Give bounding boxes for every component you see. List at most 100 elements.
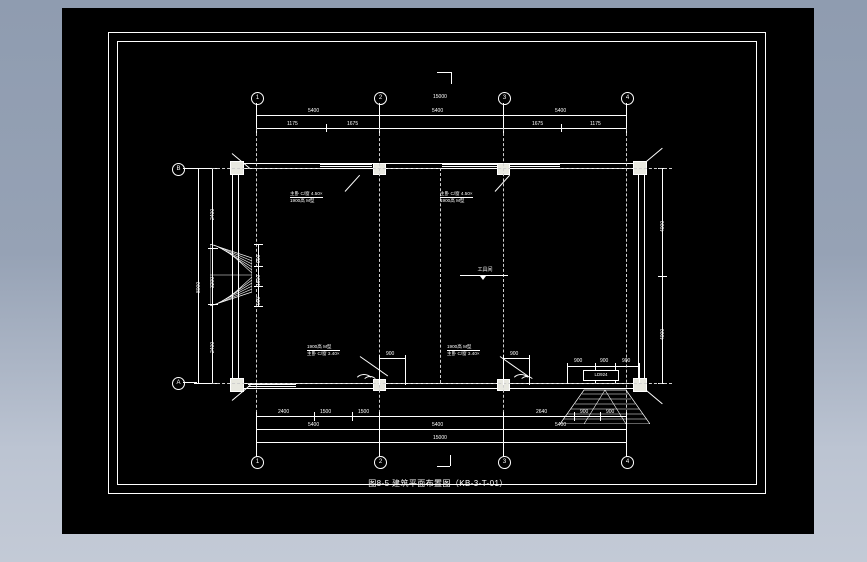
dim-line-bottom-overall xyxy=(256,442,627,443)
overall-dim-leader-top-v xyxy=(451,72,452,84)
grid-stem-bot-1 xyxy=(256,448,257,457)
ramp-dim-3: 900 xyxy=(622,358,631,364)
dim-top-sub-2: 1675 xyxy=(347,121,359,127)
dim-tick-bot-c xyxy=(574,412,575,421)
door-dim-line-1 xyxy=(379,358,405,359)
axis-line-1 xyxy=(256,128,257,438)
door-dim-text-2: 900 xyxy=(510,351,519,357)
note-bottom-left-line2: 主卧 C/窗 3.40× xyxy=(307,350,340,356)
wall-right-inner xyxy=(638,163,639,389)
dim-top-overall: 15000 xyxy=(433,94,447,100)
dim-top-sub-1: 1175 xyxy=(287,121,298,127)
dim-bot-sub-r3: 900 xyxy=(606,409,615,415)
drawing-frame-inner xyxy=(117,41,757,485)
dim-bot-main-3: 5400 xyxy=(555,422,567,428)
grid-stem-bot-3 xyxy=(503,448,504,457)
dim-right-seg-2: 4000 xyxy=(660,328,666,340)
axis-line-a xyxy=(212,383,672,384)
dim-ext-left-mid2 xyxy=(208,304,218,305)
dim-top-sub-3: 1675 xyxy=(532,121,544,127)
dim-ext-lis-top xyxy=(254,244,263,245)
wall-top-outer xyxy=(232,163,644,164)
grid-stem-top-3 xyxy=(503,103,504,115)
ramp-dim-ext-d xyxy=(639,363,640,383)
window-top-right xyxy=(510,164,560,169)
dim-ext-bot-4 xyxy=(626,412,627,456)
dim-ext-lis-m2 xyxy=(254,286,263,287)
dim-bot-sub-r2: 900 xyxy=(580,409,589,415)
door-swing-right xyxy=(511,374,531,394)
axis-line-2 xyxy=(379,128,380,438)
column-b4 xyxy=(633,378,647,392)
grid-stem-left-b xyxy=(183,168,197,169)
grid-bubble-left-a[interactable]: A xyxy=(172,377,185,390)
grid-bubble-bot-4[interactable]: 4 xyxy=(621,456,634,469)
ramp-dim-2: 900 xyxy=(600,358,609,364)
grid-stem-bot-4 xyxy=(626,448,627,457)
grid-bubble-bot-1[interactable]: 1 xyxy=(251,456,264,469)
dim-bot-sub-l1: 2400 xyxy=(278,409,290,415)
dim-line-left-outer xyxy=(198,168,199,383)
dim-left-seg-1: 2400 xyxy=(210,208,216,220)
note-top-left-line2: 1900高 M型 xyxy=(290,197,315,203)
note-bottom-left: 1900高 M型 主卧 C/窗 3.40× xyxy=(307,344,340,356)
dim-ext-lis-m1 xyxy=(254,266,263,267)
dim-ext-top-2 xyxy=(379,111,380,136)
dim-line-left-inner xyxy=(212,168,213,383)
dim-ext-left-mid1 xyxy=(208,248,218,249)
door-swing-left-2 xyxy=(362,376,378,392)
dim-line-left-inner-small xyxy=(258,244,259,306)
note-top-left: 主卧 C/窗 4.50× 1900高 M型 xyxy=(290,191,323,203)
grid-bubble-top-4[interactable]: 4 xyxy=(621,92,634,105)
wall-bottom-outer xyxy=(232,388,644,389)
dim-ext-top-4 xyxy=(626,111,627,136)
dim-bot-main-1: 5400 xyxy=(308,422,320,428)
dim-bot-sub-l2: 1500 xyxy=(320,409,332,415)
section-marker-bottom-h xyxy=(437,466,450,467)
window-top-mid xyxy=(442,164,497,169)
dim-ext-right-mid xyxy=(658,276,667,277)
dim-tick-bot-b xyxy=(352,412,353,421)
room-label-center: 工具间 xyxy=(477,267,493,273)
overall-dim-leader-top xyxy=(437,72,451,73)
dim-ext-left-bot xyxy=(194,383,218,384)
grid-stem-top-1 xyxy=(256,103,257,115)
grid-stem-bot-2 xyxy=(379,448,380,457)
grid-bubble-top-1[interactable]: 1 xyxy=(251,92,264,105)
partition-center xyxy=(440,168,441,383)
grid-bubble-top-3[interactable]: 3 xyxy=(498,92,511,105)
dim-top-main-3: 5400 xyxy=(555,108,567,114)
dim-left-inner-2: 1500 xyxy=(256,274,262,286)
ramp-dim-ext-a xyxy=(567,363,568,383)
grid-stem-top-2 xyxy=(379,103,380,115)
drawing-frame-outer xyxy=(108,32,766,494)
elevation-marker-icon xyxy=(480,276,486,280)
dim-top-main-1: 5400 xyxy=(308,108,320,114)
window-bottom-left xyxy=(248,384,296,388)
dim-tick-top-b xyxy=(561,124,562,132)
door-dim-ext-1a xyxy=(379,355,380,385)
dim-line-top-main xyxy=(256,115,627,116)
dim-tick-bot-d xyxy=(600,412,601,421)
column-b1 xyxy=(230,378,244,392)
dim-tick-top-a xyxy=(326,124,327,132)
dim-line-right xyxy=(662,168,663,383)
dim-left-inner-3: 900 xyxy=(256,296,262,305)
entry-steps-hatch-icon xyxy=(560,389,650,424)
grid-bubble-bot-3[interactable]: 3 xyxy=(498,456,511,469)
dim-bot-main-2: 5400 xyxy=(432,422,444,428)
dim-left-overall: 8000 xyxy=(196,281,202,293)
ramp-dim-1: 900 xyxy=(574,358,583,364)
dim-top-sub-4: 1175 xyxy=(590,121,601,127)
grid-bubble-top-2[interactable]: 2 xyxy=(374,92,387,105)
door-dim-ext-2b xyxy=(529,355,530,385)
dim-ext-top-3 xyxy=(503,111,504,136)
note-bottom-right: 1900高 M型 主卧 C/窗 3.40× xyxy=(447,344,480,356)
grid-bubble-bot-2[interactable]: 2 xyxy=(374,456,387,469)
grid-bubble-left-b[interactable]: B xyxy=(172,163,185,176)
drawing-canvas[interactable]: 1 2 3 4 15000 5400 5400 5400 1175 1675 1… xyxy=(62,8,814,534)
dim-bot-overall: 15000 xyxy=(433,435,447,441)
wall-left-outer xyxy=(232,163,233,389)
dim-line-top-sub xyxy=(256,128,627,129)
